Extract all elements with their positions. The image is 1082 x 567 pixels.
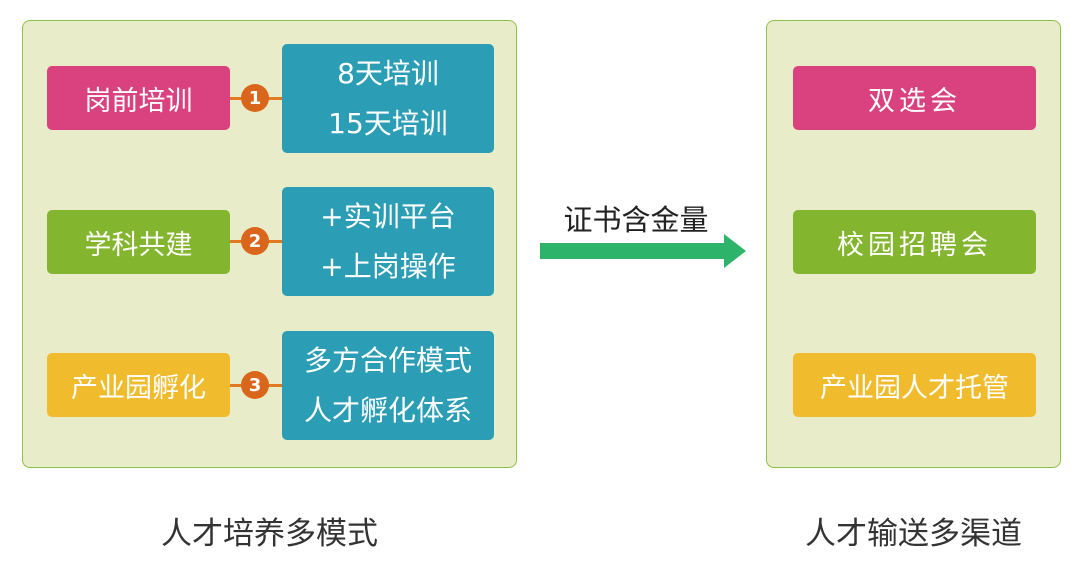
label-subject-co-build: 学科共建	[47, 210, 230, 274]
right-arrow-icon	[540, 234, 746, 268]
right-caption: 人才输送多渠道	[805, 516, 1022, 552]
detail-box-2: +实训平台 +上岗操作	[282, 187, 494, 296]
item-campus-recruitment-fair: 校园招聘会	[793, 210, 1036, 274]
detail-box-1: 8天培训 15天培训	[282, 44, 494, 153]
detail-2-line-2: +上岗操作	[320, 249, 456, 283]
detail-1-line-1: 8天培训	[337, 56, 439, 90]
detail-2-line-1: +实训平台	[320, 199, 456, 233]
badge-3: 3	[241, 371, 269, 399]
detail-1-line-2: 15天培训	[328, 106, 448, 140]
label-industrial-park-incubation: 产业园孵化	[47, 353, 230, 417]
label-pre-job-training: 岗前培训	[47, 66, 230, 130]
item-two-way-selection-fair: 双选会	[793, 66, 1036, 130]
item-industrial-park-talent-custody: 产业园人才托管	[793, 353, 1036, 417]
detail-3-line-1: 多方合作模式	[303, 343, 472, 377]
badge-2: 2	[241, 227, 269, 255]
left-caption: 人才培养多模式	[161, 516, 378, 552]
arrow-label: 证书含金量	[563, 203, 709, 237]
badge-1: 1	[241, 84, 269, 112]
detail-3-line-2: 人才孵化体系	[303, 393, 472, 427]
detail-box-3: 多方合作模式 人才孵化体系	[282, 331, 494, 440]
